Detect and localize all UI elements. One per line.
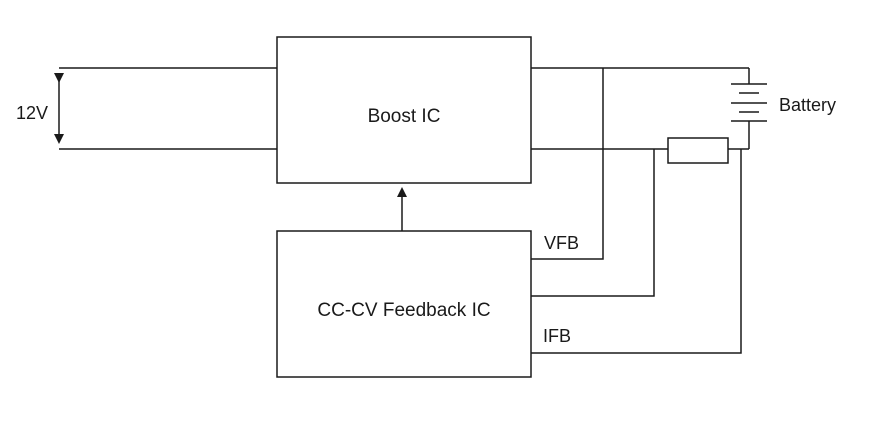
battery-symbol (731, 68, 767, 149)
ifb-wire (531, 149, 742, 354)
vfb-label: VFB (544, 233, 579, 253)
isense-wire (531, 149, 655, 297)
vfb-wire (531, 68, 604, 260)
battery-label: Battery (779, 95, 836, 115)
boost-ic-block (276, 36, 532, 184)
feedback-ic-block (276, 230, 532, 378)
ifb-label: IFB (543, 326, 571, 346)
sense-resistor (667, 137, 729, 164)
feedback-ic-label: CC-CV Feedback IC (317, 300, 490, 321)
input-voltage-label: 12V (16, 103, 48, 123)
boost-ic-label: Boost IC (368, 106, 441, 127)
